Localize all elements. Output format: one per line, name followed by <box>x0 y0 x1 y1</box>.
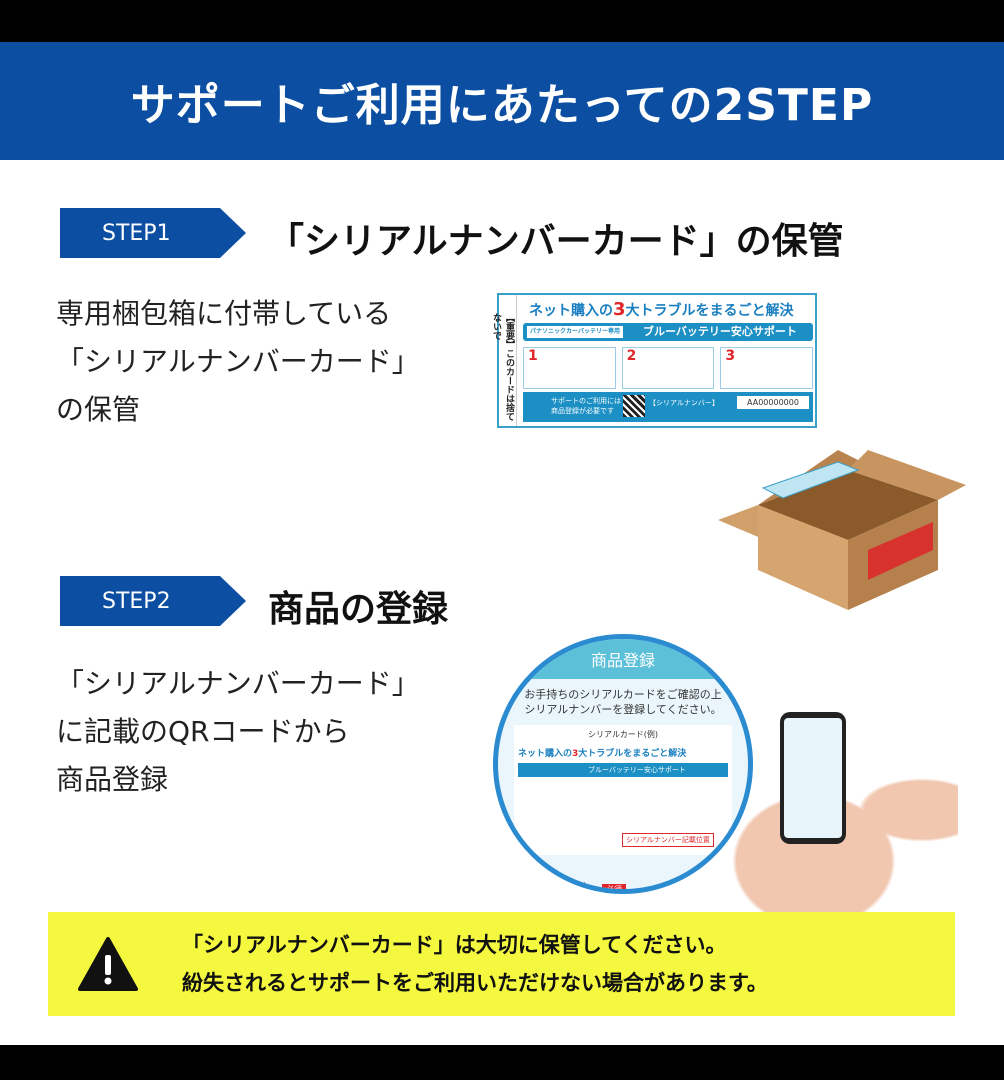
band-title: ブルーバッテリー安心サポート <box>643 325 797 338</box>
feature-box: 2 <box>621 347 715 389</box>
headline-number: 3 <box>613 299 626 320</box>
registration-screen-zoom: 商品登録 お手持ちのシリアルカードをご確認の上シリアルナンバーを登録してください… <box>493 634 753 894</box>
body-line: 「シリアルナンバーカード」 <box>56 345 420 378</box>
headline-text: ネット購入の <box>529 303 613 319</box>
card-footer: サポートのご利用には商品登録が必要です 【シリアルナンバー】 AA0000000… <box>523 392 813 422</box>
page-title: サポートご利用にあたっての2STEP <box>0 42 1004 160</box>
registration-title: 商品登録 <box>498 639 748 679</box>
body-line: 商品登録 <box>56 763 169 796</box>
body-line: に記載のQRコードから <box>56 715 350 748</box>
card-side-text: 【重要】このカードは捨てないで <box>491 295 517 426</box>
required-badge: 必須 <box>602 884 627 889</box>
body-line: の保管 <box>56 393 141 426</box>
warning-line: 紛失されるとサポートをご利用いただけない場合があります。 <box>182 971 768 995</box>
message-line: お手持ちのシリアルカードをご確認の上 <box>524 688 722 701</box>
qr-code-icon <box>623 395 645 417</box>
serial-number-card-image: 【重要】このカードは捨てないで ネット購入の3大トラブルをまるごと解決 パナソニ… <box>491 293 817 428</box>
sample-headline: ネット購入の3大トラブルをまるごと解決 <box>518 749 687 759</box>
sample-card: シリアルカード(例) ネット購入の3大トラブルをまるごと解決 ブルーバッテリー安… <box>514 725 732 855</box>
serial-label: 【シリアルナンバー】 <box>649 399 719 407</box>
warning-icon <box>78 937 138 991</box>
body-line: 「シリアルナンバーカード」 <box>56 667 420 700</box>
step2-body: 「シリアルナンバーカード」 に記載のQRコードから 商品登録 <box>56 660 420 804</box>
card-headline: ネット購入の3大トラブルをまるごと解決 <box>529 299 794 320</box>
step2-title: 商品の登録 <box>268 589 449 630</box>
infographic: サポートご利用にあたっての2STEP STEP1 「シリアルナンバーカード」の保… <box>0 42 1004 1045</box>
band-tag: パナソニックカーバッテリー専用 <box>527 326 623 338</box>
footer-text: サポートのご利用には商品登録が必要です <box>551 397 621 415</box>
serial-position-label: シリアルナンバー記載位置 <box>622 833 714 847</box>
sample-band: ブルーバッテリー安心サポート <box>518 763 728 777</box>
card-band: パナソニックカーバッテリー専用 ブルーバッテリー安心サポート <box>523 323 813 341</box>
serial-field-label: ルナンバー必須 <box>538 879 627 889</box>
feature-box: 3 <box>720 347 814 389</box>
step1-body: 専用梱包箱に付帯している 「シリアルナンバーカード」 の保管 <box>56 290 420 434</box>
feature-box: 1 <box>523 347 616 389</box>
body-line: 専用梱包箱に付帯している <box>56 297 392 330</box>
serial-number: AA00000000 <box>737 396 809 409</box>
step2-label: STEP2 <box>60 576 246 626</box>
sample-label: シリアルカード(例) <box>588 730 658 739</box>
step1-label: STEP1 <box>60 208 246 258</box>
message-line: シリアルナンバーを登録してください。 <box>524 703 722 716</box>
step1-title: 「シリアルナンバーカード」の保管 <box>268 221 844 262</box>
headline-text: 大トラブルをまるごと解決 <box>625 303 794 319</box>
cardboard-box-image <box>718 450 966 610</box>
smartphone-image <box>780 712 846 844</box>
warning-banner: 「シリアルナンバーカード」は大切に保管してください。 紛失されるとサポートをご利… <box>48 912 955 1016</box>
warning-line: 「シリアルナンバーカード」は大切に保管してください。 <box>182 933 727 957</box>
registration-message: お手持ちのシリアルカードをご確認の上シリアルナンバーを登録してください。 <box>498 687 748 717</box>
